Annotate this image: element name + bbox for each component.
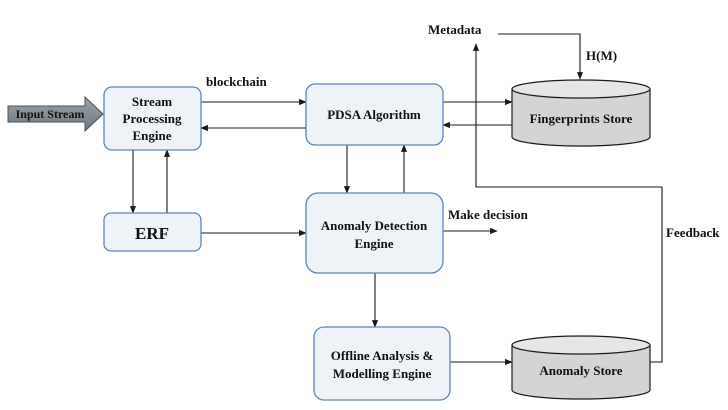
metadata-label: Metadata bbox=[428, 22, 482, 37]
stream-engine-label-3: Engine bbox=[132, 128, 171, 143]
edge-metadata-to-fingerprints bbox=[498, 33, 584, 80]
make-decision-label: Make decision bbox=[448, 207, 529, 222]
stream-engine-label-1: Stream bbox=[132, 94, 172, 109]
blockchain-label: blockchain bbox=[206, 74, 267, 89]
input-stream-label: Input Stream bbox=[16, 107, 85, 121]
pdsa-algorithm-node: PDSA Algorithm bbox=[305, 83, 444, 146]
stream-processing-engine-node: Stream Processing Engine bbox=[103, 86, 202, 151]
input-stream-arrow: Input Stream bbox=[7, 95, 104, 133]
pdsa-label: PDSA Algorithm bbox=[327, 107, 421, 122]
anomaly-detection-label-2: Engine bbox=[354, 236, 393, 251]
edge-feedback-loop bbox=[472, 43, 663, 363]
hm-label: H(M) bbox=[586, 48, 617, 63]
fingerprints-store-node: Fingerprints Store bbox=[511, 79, 651, 147]
connectors bbox=[129, 33, 663, 366]
anomaly-detection-label-1: Anomaly Detection bbox=[321, 218, 428, 233]
offline-analysis-node: Offline Analysis & Modelling Engine bbox=[313, 326, 451, 401]
stream-engine-label-2: Processing bbox=[123, 111, 182, 126]
offline-analysis-label-1: Offline Analysis & bbox=[331, 348, 434, 363]
anomaly-store-node: Anomaly Store bbox=[511, 335, 651, 400]
fingerprints-store-label: Fingerprints Store bbox=[530, 111, 633, 126]
offline-analysis-label-2: Modelling Engine bbox=[333, 366, 432, 381]
feedback-label: Feedback bbox=[666, 225, 720, 240]
erf-label: ERF bbox=[135, 224, 169, 243]
anomaly-store-label: Anomaly Store bbox=[539, 363, 622, 378]
anomaly-detection-engine-node: Anomaly Detection Engine bbox=[305, 192, 444, 274]
erf-node: ERF bbox=[103, 212, 202, 252]
